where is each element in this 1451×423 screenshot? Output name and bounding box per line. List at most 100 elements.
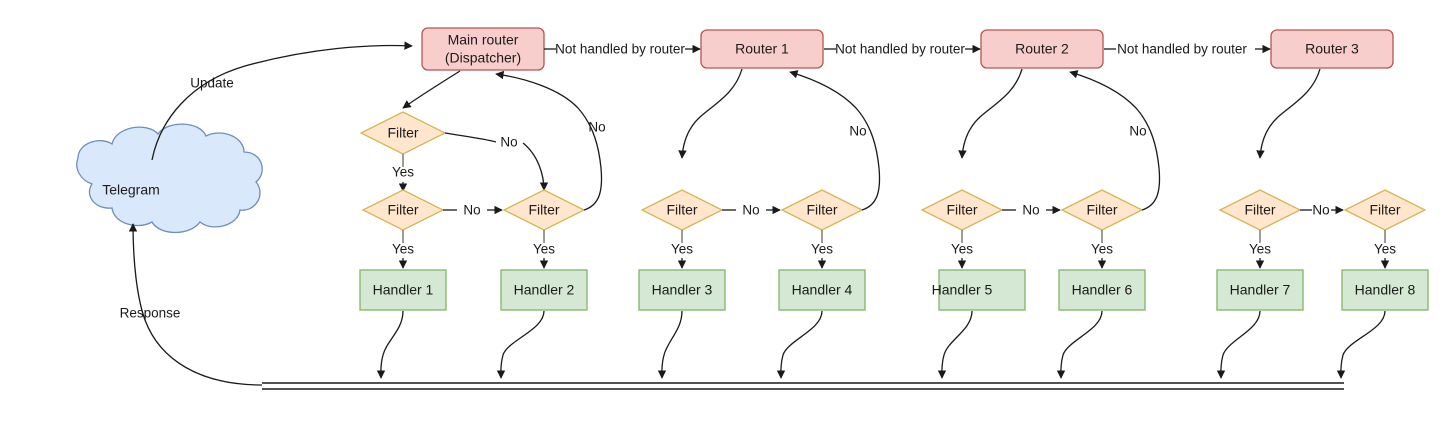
edge-main-to-f0 — [402, 70, 461, 109]
edge-router1-to-router2: Not handled by router — [824, 42, 981, 57]
handler-8[interactable]: Handler 8 — [1341, 269, 1429, 311]
edge-label-not-handled-2: Not handled by router — [835, 42, 965, 57]
edge-label-no-4: No — [849, 124, 866, 139]
edge-label-yes-5: Yes — [951, 242, 973, 257]
handler-5-label: Handler 5 — [932, 282, 993, 298]
response-bus — [262, 382, 1344, 390]
edge-r3-to-f7 — [1256, 68, 1321, 159]
router-main-label-line1: Main router — [448, 32, 519, 48]
handler-5-box — [938, 269, 1026, 311]
edge-update: Update — [151, 41, 413, 161]
cloud-shape — [76, 123, 263, 234]
router-2[interactable]: Router 2 — [980, 29, 1104, 69]
edge-label-no-3: No — [742, 203, 759, 218]
edge-label-yes-8: Yes — [1374, 242, 1396, 257]
edge-h4-to-bus — [776, 310, 823, 379]
edge-label-no-1: No — [463, 203, 480, 218]
edge-f0-no-seg2 — [522, 142, 549, 191]
handler-3[interactable]: Handler 3 — [638, 269, 726, 311]
handler-2-label: Handler 2 — [514, 282, 575, 298]
edge-router2-to-router3: Not handled by router — [1104, 42, 1271, 57]
filter-8-label: Filter — [1369, 202, 1400, 218]
edge-h5-to-bus — [937, 310, 973, 379]
edge-main-to-router1: Not handled by router — [544, 42, 701, 57]
filter-5[interactable]: Filter — [920, 189, 1004, 231]
handler-2-box — [500, 269, 588, 311]
telegram-cloud-node[interactable]: Telegram — [76, 123, 263, 234]
edge-label-yes-7: Yes — [1249, 242, 1271, 257]
filter-8[interactable]: Filter — [1343, 189, 1427, 231]
filter-2[interactable]: Filter — [502, 189, 586, 231]
edge-r1-to-f3 — [678, 68, 743, 159]
edge-label-no-5: No — [1022, 203, 1039, 218]
edge-h6-to-bus — [1056, 310, 1103, 379]
edge-label-yes-0: Yes — [392, 165, 414, 180]
edge-h8-to-bus — [1336, 310, 1386, 379]
edge-label-no-0: No — [500, 135, 517, 150]
handler-4-label: Handler 4 — [792, 282, 853, 298]
edge-label-response: Response — [120, 306, 181, 321]
edge-f4-no-to-r1 — [789, 70, 881, 211]
handler-1-label: Handler 1 — [373, 282, 434, 298]
router-2-label: Router 2 — [1015, 41, 1069, 57]
edge-f2-no-to-main — [495, 70, 603, 211]
edge-label-no-6: No — [1129, 124, 1146, 139]
filter-7[interactable]: Filter — [1218, 189, 1302, 231]
router-3[interactable]: Router 3 — [1270, 29, 1394, 69]
edge-label-yes-2: Yes — [533, 242, 555, 257]
edge-label-not-handled-3: Not handled by router — [1117, 42, 1247, 57]
handler-7-label: Handler 7 — [1230, 282, 1291, 298]
handler-6-box — [1058, 269, 1146, 311]
filter-1-label: Filter — [387, 202, 418, 218]
filter-0-label: Filter — [387, 125, 418, 141]
filter-4[interactable]: Filter — [780, 189, 864, 231]
filter-3[interactable]: Filter — [640, 189, 724, 231]
edge-label-no-2: No — [588, 120, 605, 135]
filter-5-label: Filter — [946, 202, 977, 218]
handler-8-label: Handler 8 — [1355, 282, 1416, 298]
filter-6-label: Filter — [1086, 202, 1117, 218]
handler-4[interactable]: Handler 4 — [778, 269, 866, 311]
filter-0[interactable]: Filter — [359, 111, 447, 155]
edge-f0-no-seg1 — [444, 132, 497, 143]
router-3-label: Router 3 — [1305, 41, 1359, 57]
router-main[interactable]: Main router (Dispatcher) — [421, 27, 545, 71]
edge-r2-to-f5 — [958, 68, 1023, 159]
handler-2[interactable]: Handler 2 — [500, 269, 588, 311]
edge-h2-to-bus — [496, 310, 545, 379]
filter-4-label: Filter — [806, 202, 837, 218]
cloud-label: Telegram — [102, 182, 160, 198]
handler-4-box — [778, 269, 866, 311]
handler-7[interactable]: Handler 7 — [1216, 269, 1304, 311]
edge-label-yes-1: Yes — [392, 242, 414, 257]
handler-3-label: Handler 3 — [652, 282, 713, 298]
handler-6[interactable]: Handler 6 — [1058, 269, 1146, 311]
handler-6-label: Handler 6 — [1072, 282, 1133, 298]
edge-h7-to-bus — [1216, 310, 1261, 379]
edge-label-yes-3: Yes — [671, 242, 693, 257]
edge-label-yes-4: Yes — [811, 242, 833, 257]
edge-label-not-handled-1: Not handled by router — [555, 42, 685, 57]
edge-response: Response — [120, 223, 263, 386]
handler-7-box — [1216, 269, 1304, 311]
edge-label-yes-6: Yes — [1091, 242, 1113, 257]
edge-label-no-7: No — [1312, 203, 1329, 218]
edge-label-update: Update — [190, 76, 234, 91]
router-3-box — [1270, 29, 1394, 69]
filter-3-label: Filter — [666, 202, 697, 218]
router-main-label-line2: (Dispatcher) — [445, 50, 521, 66]
filter-7-label: Filter — [1244, 202, 1275, 218]
filter-6[interactable]: Filter — [1060, 189, 1144, 231]
handler-8-box — [1341, 269, 1429, 311]
edge-h1-to-bus — [376, 310, 404, 379]
router-1[interactable]: Router 1 — [700, 29, 824, 69]
router-1-box — [700, 29, 824, 69]
handler-1[interactable]: Handler 1 — [359, 269, 447, 311]
filter-2-label: Filter — [528, 202, 559, 218]
edge-h3-to-bus — [657, 310, 683, 379]
handler-5[interactable]: Handler 5 — [932, 269, 1026, 311]
filter-1[interactable]: Filter — [361, 189, 445, 231]
router-2-box — [980, 29, 1104, 69]
